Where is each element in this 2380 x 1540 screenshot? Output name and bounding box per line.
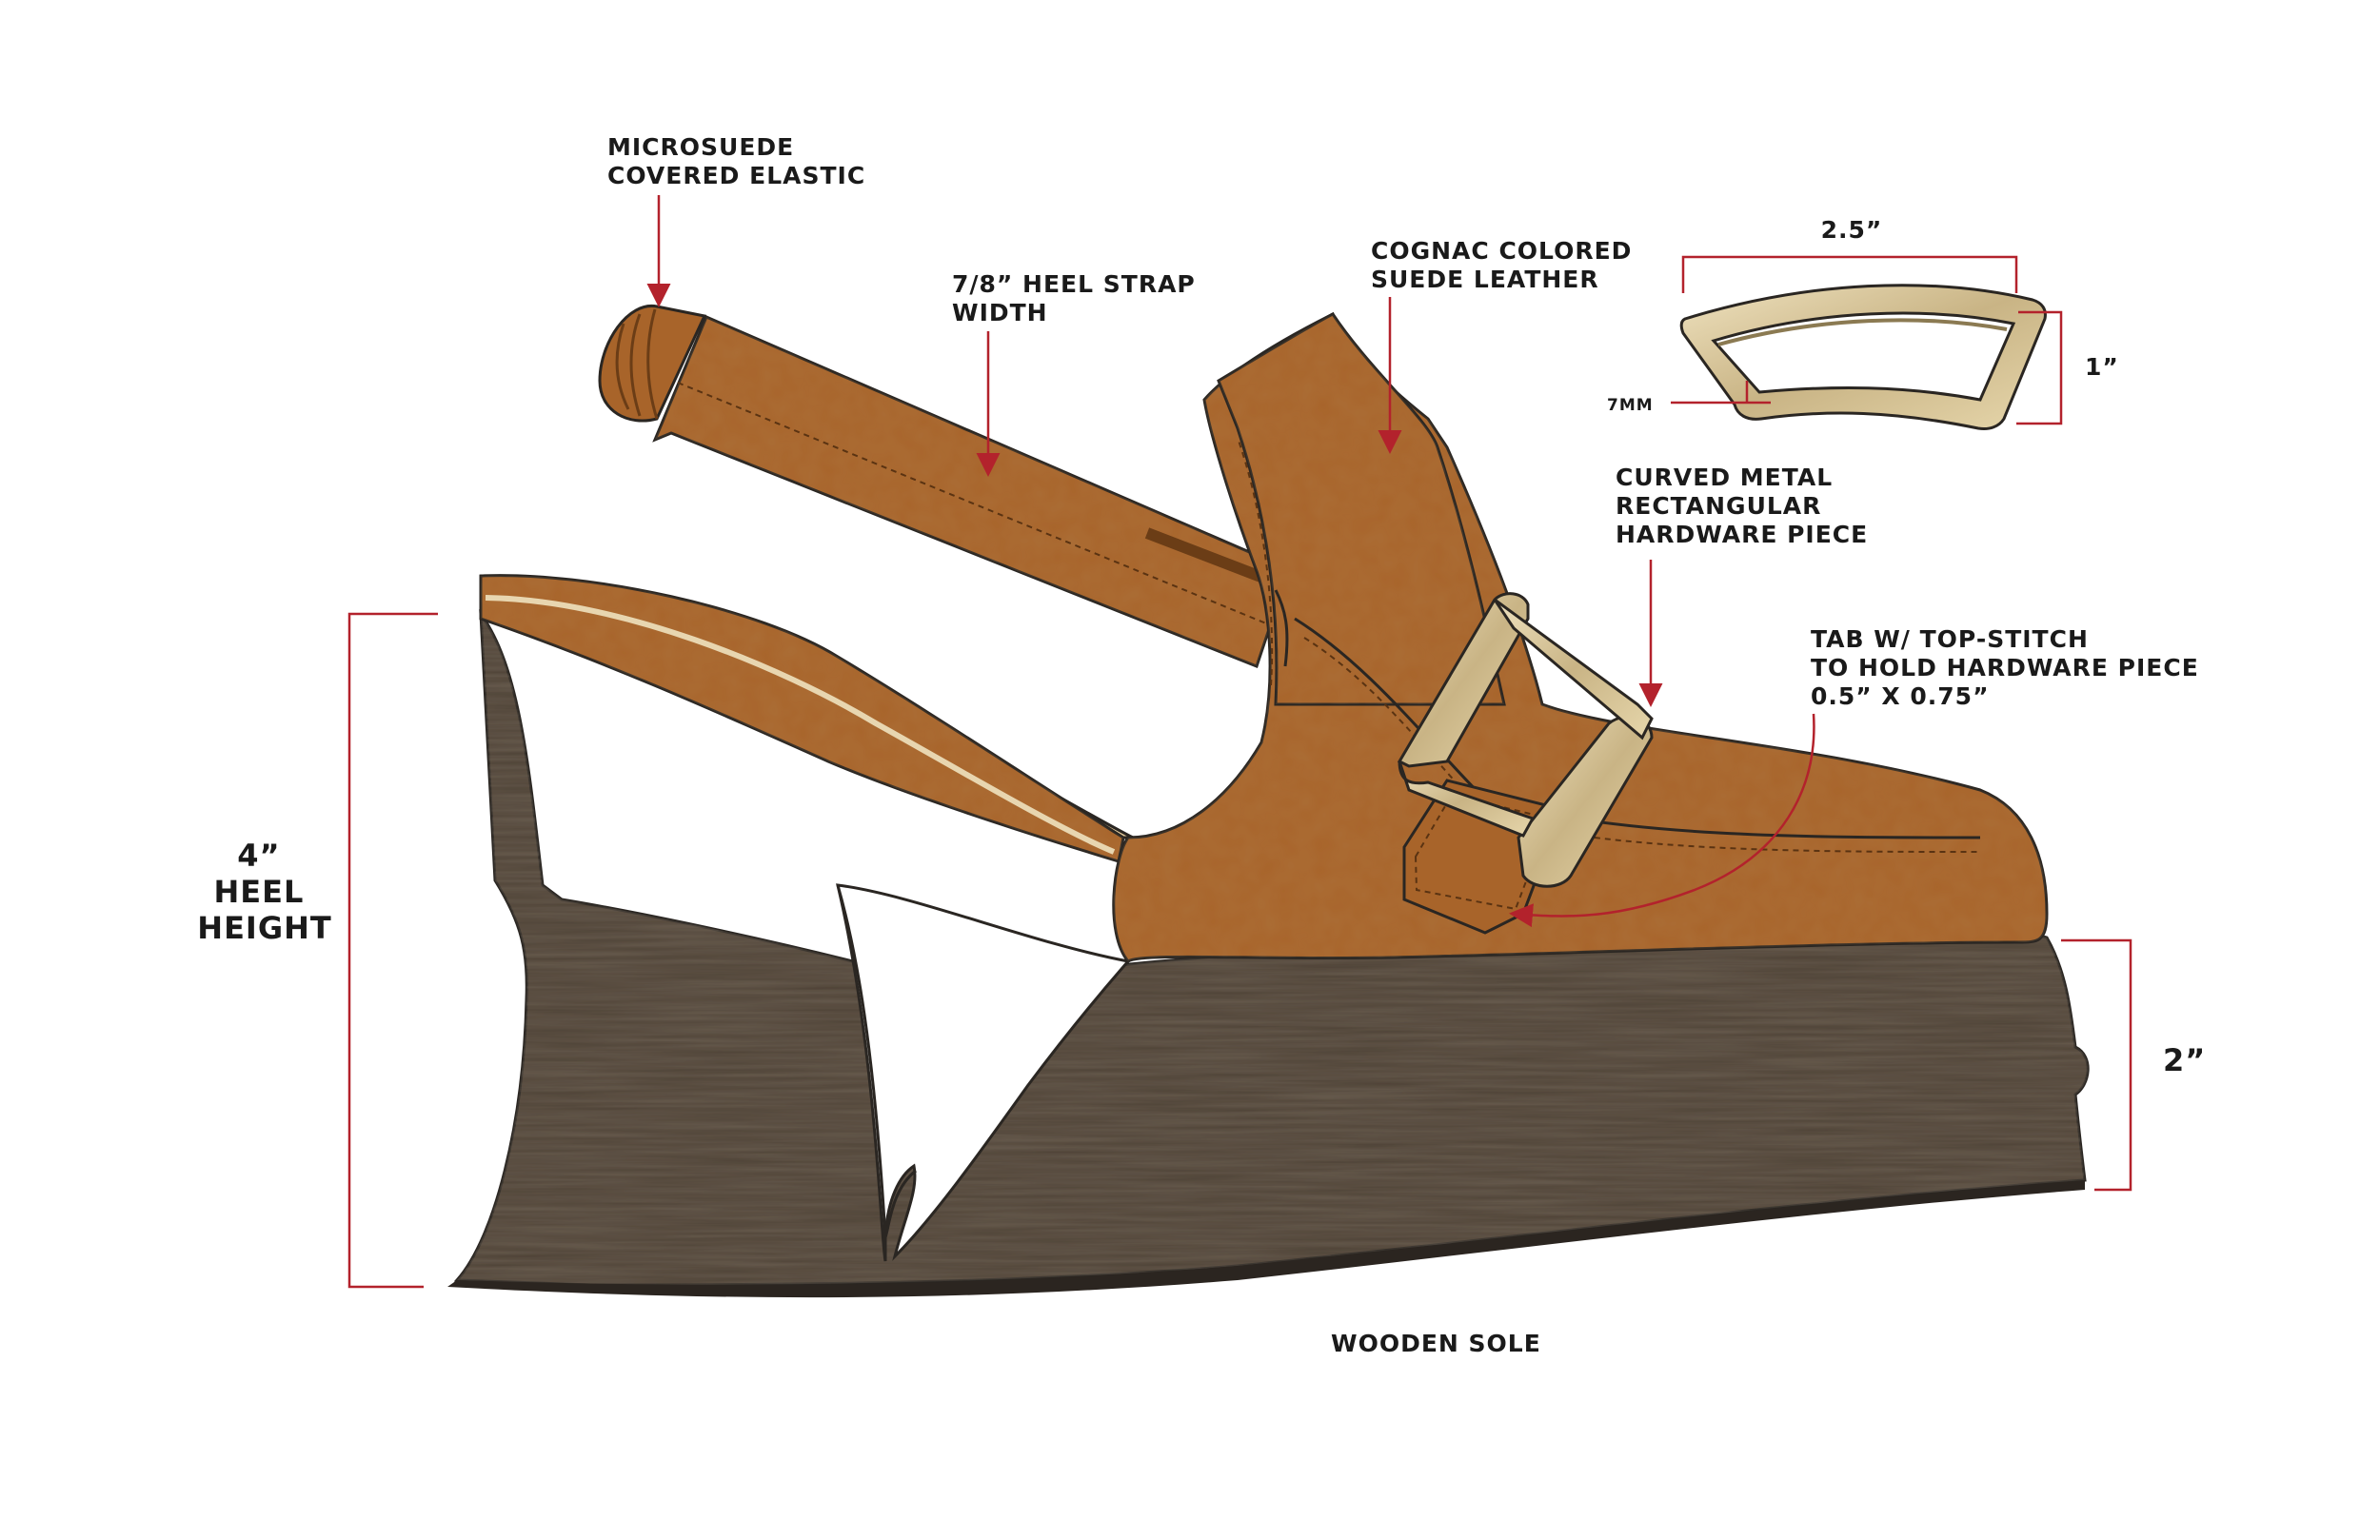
label-heel-height-line1: 4” xyxy=(237,838,280,874)
label-hardware-thickness: 7MM xyxy=(1607,396,1654,415)
label-hardware-height: 1” xyxy=(2085,353,2119,381)
shoe-hardware xyxy=(1397,592,1654,935)
shoe-upper xyxy=(479,311,2049,963)
label-tab: TAB W/ TOP-STITCH TO HOLD HARDWARE PIECE… xyxy=(1811,625,2209,710)
hardware-piece-detail xyxy=(1679,284,2047,430)
label-cognac-line1: COGNAC COLORED xyxy=(1371,237,1632,265)
label-tab-line3: 0.5” X 0.75” xyxy=(1811,682,1990,710)
wooden-sole xyxy=(447,609,2090,1298)
label-microsuede-line2: COVERED ELASTIC xyxy=(607,162,865,189)
dimension-lines xyxy=(347,255,2132,1289)
label-tab-line2: TO HOLD HARDWARE PIECE xyxy=(1811,654,2199,681)
label-heel-strap: 7/8” HEEL STRAP WIDTH xyxy=(952,270,1204,326)
label-hardware-line2: RECTANGULAR xyxy=(1616,492,1821,520)
label-wooden-sole: WOODEN SOLE xyxy=(1331,1330,1541,1357)
microsuede-elastic xyxy=(598,305,707,423)
label-heel-strap-line1: 7/8” HEEL STRAP xyxy=(952,270,1196,298)
callout-leaders xyxy=(646,195,1815,928)
label-cognac-line2: SUEDE LEATHER xyxy=(1371,266,1599,293)
heel-strap xyxy=(652,315,1279,668)
label-tab-line1: TAB W/ TOP-STITCH xyxy=(1811,625,2089,653)
label-microsuede: MICROSUEDE COVERED ELASTIC xyxy=(607,133,865,189)
heel-arch-cutout xyxy=(836,883,1131,1262)
label-hardware-line3: HARDWARE PIECE xyxy=(1616,521,1868,548)
label-hardware-line1: CURVED METAL xyxy=(1616,464,1833,491)
label-hardware-width: 2.5” xyxy=(1821,216,1883,244)
label-platform-height: 2” xyxy=(2163,1042,2206,1078)
label-hardware-piece: CURVED METAL RECTANGULAR HARDWARE PIECE xyxy=(1616,464,1868,548)
label-heel-strap-line2: WIDTH xyxy=(952,299,1048,326)
label-microsuede-line1: MICROSUEDE xyxy=(607,133,794,161)
label-heel-height-line2: HEEL xyxy=(213,874,304,910)
label-heel-height: 4” HEEL HEIGHT xyxy=(197,838,331,946)
label-heel-height-line3: HEIGHT xyxy=(197,910,331,946)
label-cognac: COGNAC COLORED SUEDE LEATHER xyxy=(1371,237,1641,293)
